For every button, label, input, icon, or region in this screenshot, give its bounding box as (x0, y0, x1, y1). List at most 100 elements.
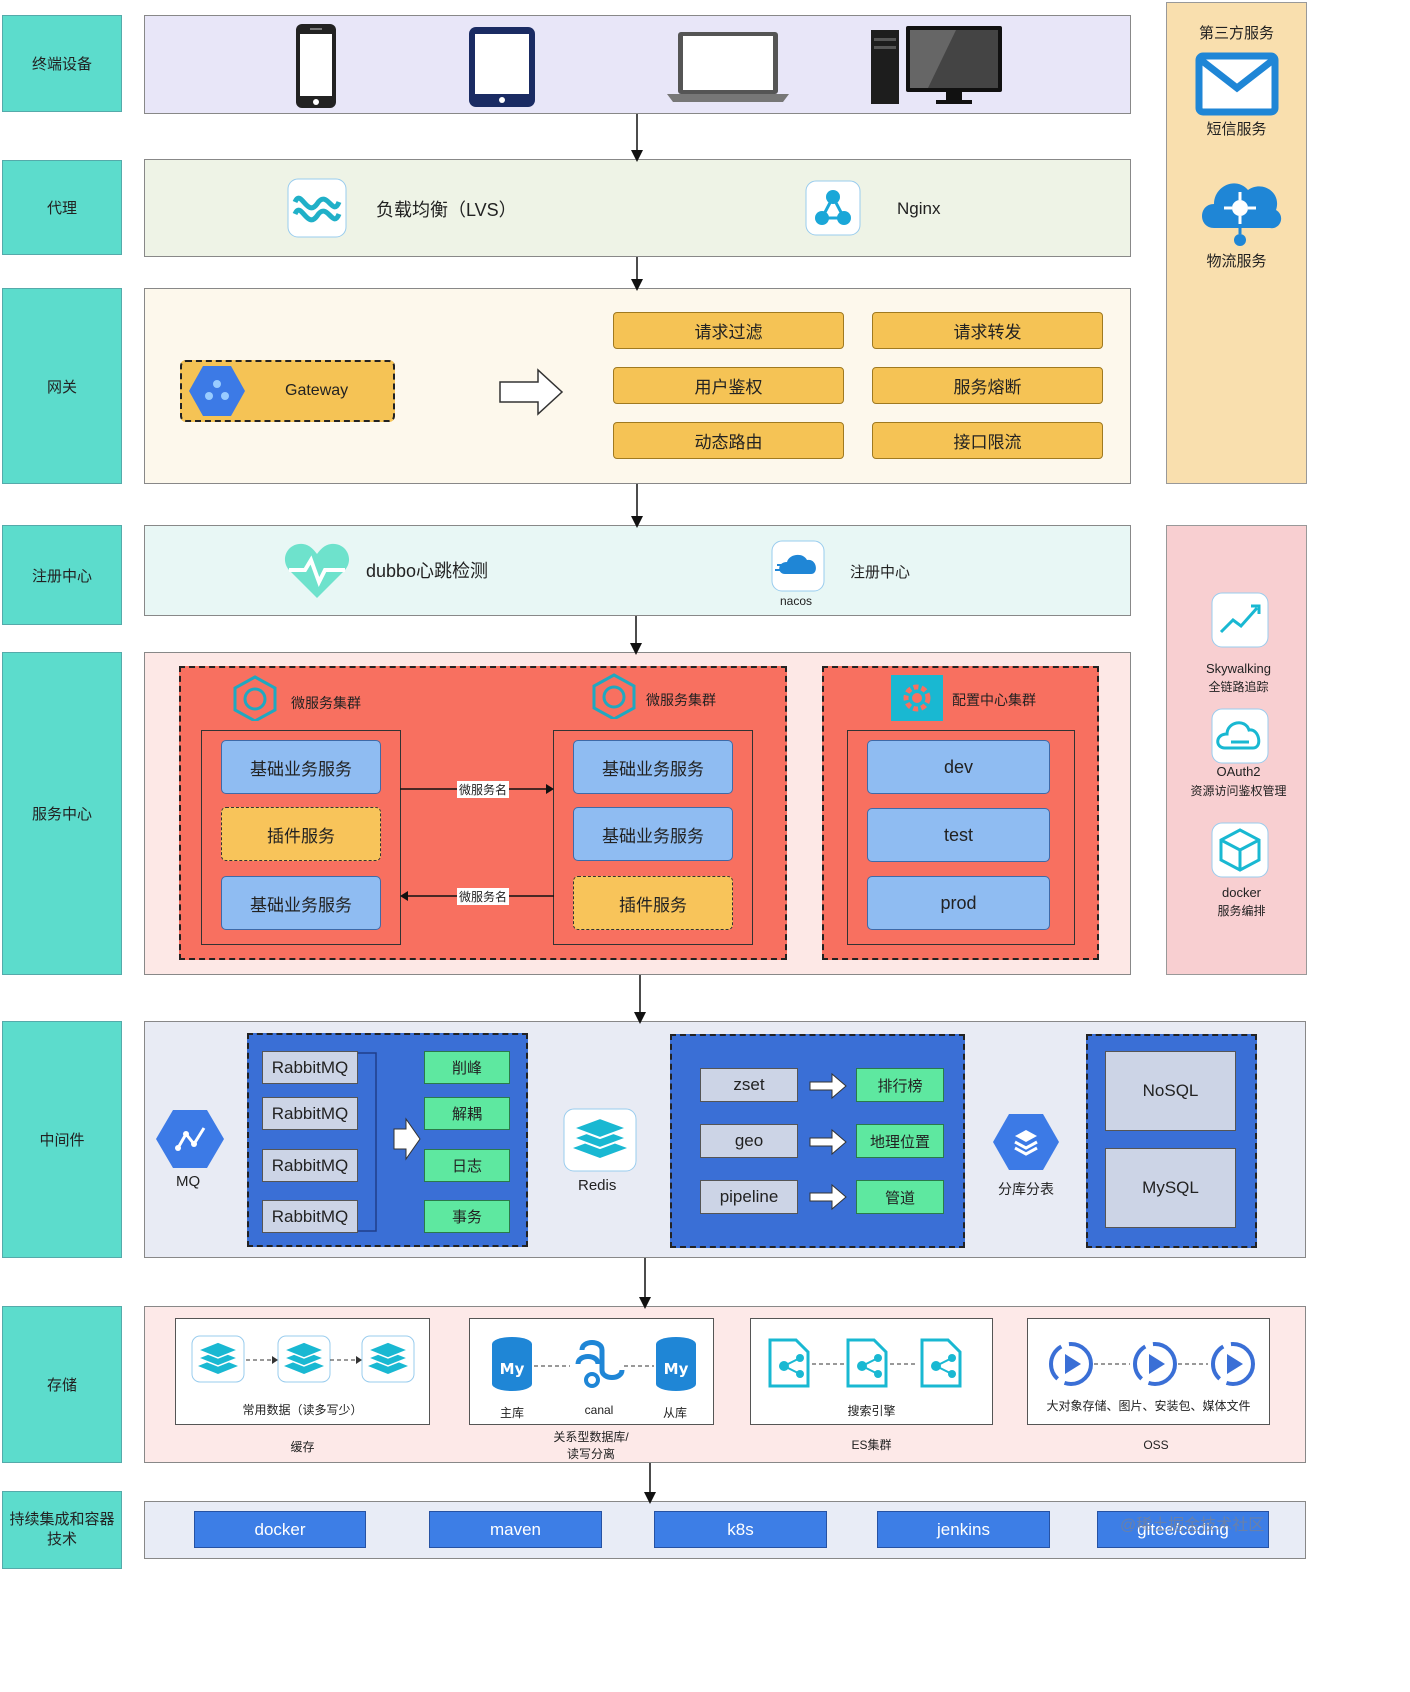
canal-icon (575, 1340, 625, 1388)
redis-icon (563, 1108, 637, 1172)
svg-text:My: My (500, 1360, 525, 1378)
rabbitmq-item: RabbitMQ (262, 1149, 358, 1182)
cache-icons (191, 1335, 415, 1383)
nacos-icon (771, 540, 825, 592)
right-arrow-icon (499, 368, 564, 416)
lvs-text: 负载均衡（LVS） (376, 200, 517, 220)
docker-cube-icon (1211, 822, 1269, 878)
rdb-caption-1: 关系型数据库/ (553, 1430, 629, 1444)
gateway-icon (189, 366, 245, 416)
gateway-name: Gateway (285, 382, 349, 399)
layer-text: 网关 (46, 378, 77, 396)
heartbeat-icon (284, 543, 350, 598)
ci-maven: maven (429, 1511, 602, 1548)
db-nosql: NoSQL (1105, 1051, 1236, 1131)
layer-label-terminal: 终端设备 (2, 15, 122, 112)
ci-gitee: gitee/coding (1097, 1511, 1269, 1548)
service-item: 基础业务服务 (221, 740, 381, 794)
redis-type-pipeline: pipeline (700, 1180, 798, 1214)
redis-use-rank: 排行榜 (856, 1068, 944, 1102)
redis-label: Redis (578, 1177, 617, 1194)
docker-desc: 服务编排 (1217, 904, 1266, 918)
feature-circuit-breaker: 服务熔断 (872, 367, 1103, 404)
svg-text:My: My (664, 1360, 689, 1378)
right-cluster-box (553, 730, 753, 945)
layer-text: 存储 (46, 1377, 77, 1394)
mail-icon (1195, 52, 1279, 116)
config-gear-icon (891, 675, 943, 721)
nacos-text: nacos (780, 594, 813, 608)
mysql-master-icon: My (492, 1337, 532, 1391)
db-mysql: MySQL (1105, 1148, 1236, 1228)
cache-caption: 缓存 (290, 1440, 315, 1454)
ci-docker: docker (194, 1511, 366, 1548)
cluster-icon (233, 675, 277, 721)
ci-jenkins: jenkins (877, 1511, 1050, 1548)
service-link-arrows (400, 784, 554, 901)
tablet-icon (469, 27, 535, 107)
layer-text: 终端设备 (31, 56, 92, 73)
logistics-label: 物流服务 (1206, 253, 1267, 270)
redis-use-pipe: 管道 (856, 1180, 944, 1214)
rabbitmq-item: RabbitMQ (262, 1200, 358, 1233)
phone-icon (296, 24, 336, 108)
mq-use-decouple: 解耦 (424, 1097, 510, 1130)
env-test: test (867, 808, 1050, 862)
sharding-label: 分库分表 (998, 1181, 1054, 1197)
cache-desc: 常用数据（读多写少） (242, 1403, 363, 1417)
layer-label-proxy: 代理 (2, 160, 122, 255)
sms-label: 短信服务 (1206, 121, 1267, 138)
feature-rate-limit: 接口限流 (872, 422, 1103, 459)
skywalking-desc: 全链路追踪 (1208, 680, 1269, 694)
feature-user-auth: 用户鉴权 (613, 367, 844, 404)
logistics-icon (1202, 183, 1282, 246)
redis-type-zset: zset (700, 1068, 798, 1102)
ci-k8s: k8s (654, 1511, 827, 1548)
service-item: 基础业务服务 (573, 740, 733, 794)
left-cluster-box (201, 730, 401, 945)
redis-use-geo: 地理位置 (856, 1124, 944, 1158)
skywalking-icon (1211, 592, 1269, 648)
desktop-icon (871, 26, 1002, 104)
cluster-icon (592, 673, 636, 719)
link-label-top: 微服务名 (457, 781, 510, 798)
rabbitmq-item: RabbitMQ (262, 1051, 358, 1084)
cache-stack-icon (191, 1335, 245, 1383)
redis-type-geo: geo (700, 1124, 798, 1158)
service-item: 基础业务服务 (221, 876, 381, 930)
master-label: 主库 (499, 1406, 524, 1420)
redis-arrows (809, 1072, 847, 1211)
layer-label-registry: 注册中心 (2, 525, 122, 625)
link-label-bottom: 微服务名 (457, 888, 510, 905)
search-doc-icon (768, 1338, 810, 1388)
mq-use-log: 日志 (424, 1149, 510, 1182)
oss-caption: OSS (1143, 1438, 1169, 1452)
heartbeat-text: dubbo心跳检测 (366, 561, 489, 581)
es-icons (768, 1338, 962, 1388)
third-party-title: 第三方服务 (1198, 25, 1274, 42)
docker-label: docker (1221, 885, 1262, 900)
config-title: 配置中心集群 (952, 692, 1036, 708)
env-dev: dev (867, 740, 1050, 794)
mq-use-transaction: 事务 (424, 1200, 510, 1233)
layer-text: 中间件 (39, 1132, 85, 1149)
oauth-label: OAuth2 (1216, 764, 1261, 779)
layer-label-service: 服务中心 (2, 652, 122, 975)
layer-text: 代理 (46, 200, 77, 217)
rabbitmq-item: RabbitMQ (262, 1097, 358, 1130)
registry-center-text: 注册中心 (850, 564, 911, 581)
service-item: 基础业务服务 (573, 807, 733, 861)
layer-label-ci: 持续集成和容器 技术 (2, 1491, 122, 1569)
laptop-icon (667, 32, 789, 102)
layer-text: 持续集成和容器 技术 (9, 1511, 115, 1548)
rdb-icons: My My (492, 1337, 696, 1391)
oauth-cloud-icon (1211, 708, 1269, 764)
plugin-service-item: 插件服务 (573, 876, 733, 930)
slave-label: 从库 (662, 1406, 687, 1420)
feature-request-filter: 请求过滤 (613, 312, 844, 349)
env-prod: prod (867, 876, 1050, 930)
canal-label: canal (584, 1403, 614, 1417)
nginx-icon (805, 180, 861, 236)
watermark: @稀土掘金技术社区 (1120, 1517, 1265, 1534)
mq-icon (156, 1110, 224, 1168)
